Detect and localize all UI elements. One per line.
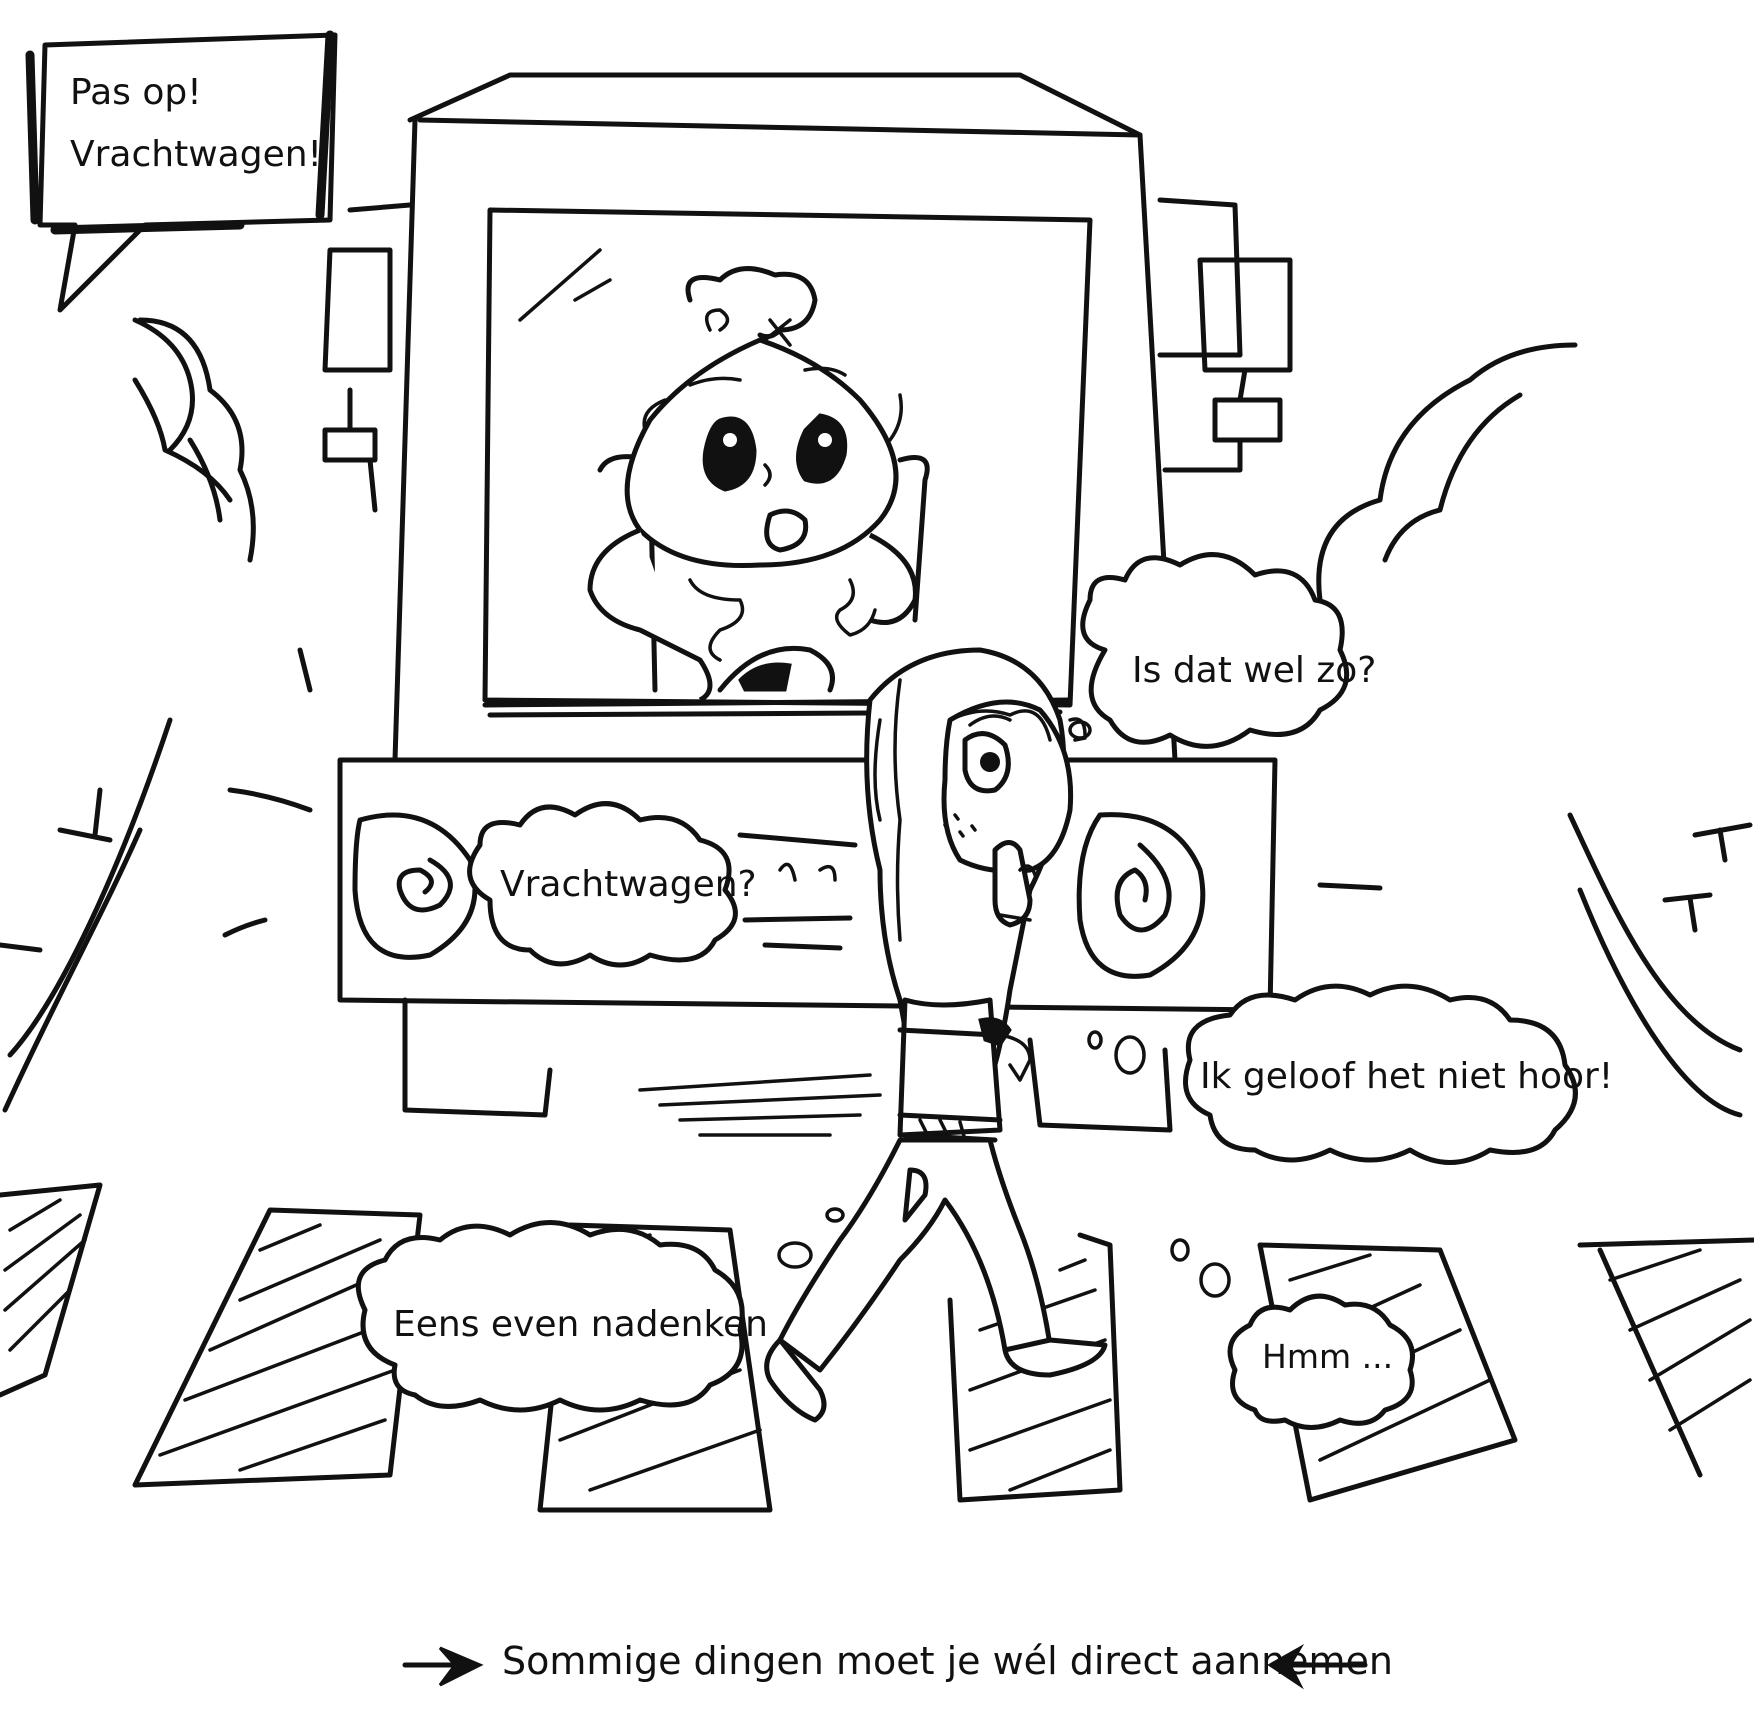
thought-cloud-hmm <box>1227 1293 1415 1430</box>
caption-arrow-left-icon <box>402 1646 484 1687</box>
background-bush-left <box>137 317 256 563</box>
caption-text: Sommige dingen moet je wél direct aannem… <box>502 1639 1394 1683</box>
truck-driver <box>587 266 930 703</box>
background-bush-right <box>1316 342 1578 603</box>
speech-line-vrachtwagen: Vrachtwagen! <box>70 134 322 175</box>
thought-text-eens-even: Eens even nadenken <box>393 1304 768 1345</box>
speech-line-pas-op: Pas op! <box>70 72 202 113</box>
thought-cloud-vrachtwagen <box>467 801 738 968</box>
thought-text-hmm: Hmm ... <box>1262 1337 1394 1376</box>
thought-trail-dots <box>777 720 1231 1298</box>
thought-cloud-is-dat-wel-zo <box>1080 552 1350 749</box>
thought-text-vrachtwagen: Vrachtwagen? <box>500 864 757 905</box>
thought-cloud-eens-even <box>355 1220 745 1413</box>
thought-text-ik-geloof: Ik geloof het niet hoor! <box>1200 1056 1614 1097</box>
walking-girl <box>764 647 1108 1423</box>
thought-text-is-dat-wel-zo: Is dat wel zo? <box>1132 650 1377 691</box>
caption-arrow-right-icon <box>1267 1643 1368 1690</box>
thought-cloud-ik-geloof <box>1183 983 1578 1165</box>
road-lines <box>0 317 1753 1118</box>
speech-bubble-pas-op <box>25 30 338 313</box>
